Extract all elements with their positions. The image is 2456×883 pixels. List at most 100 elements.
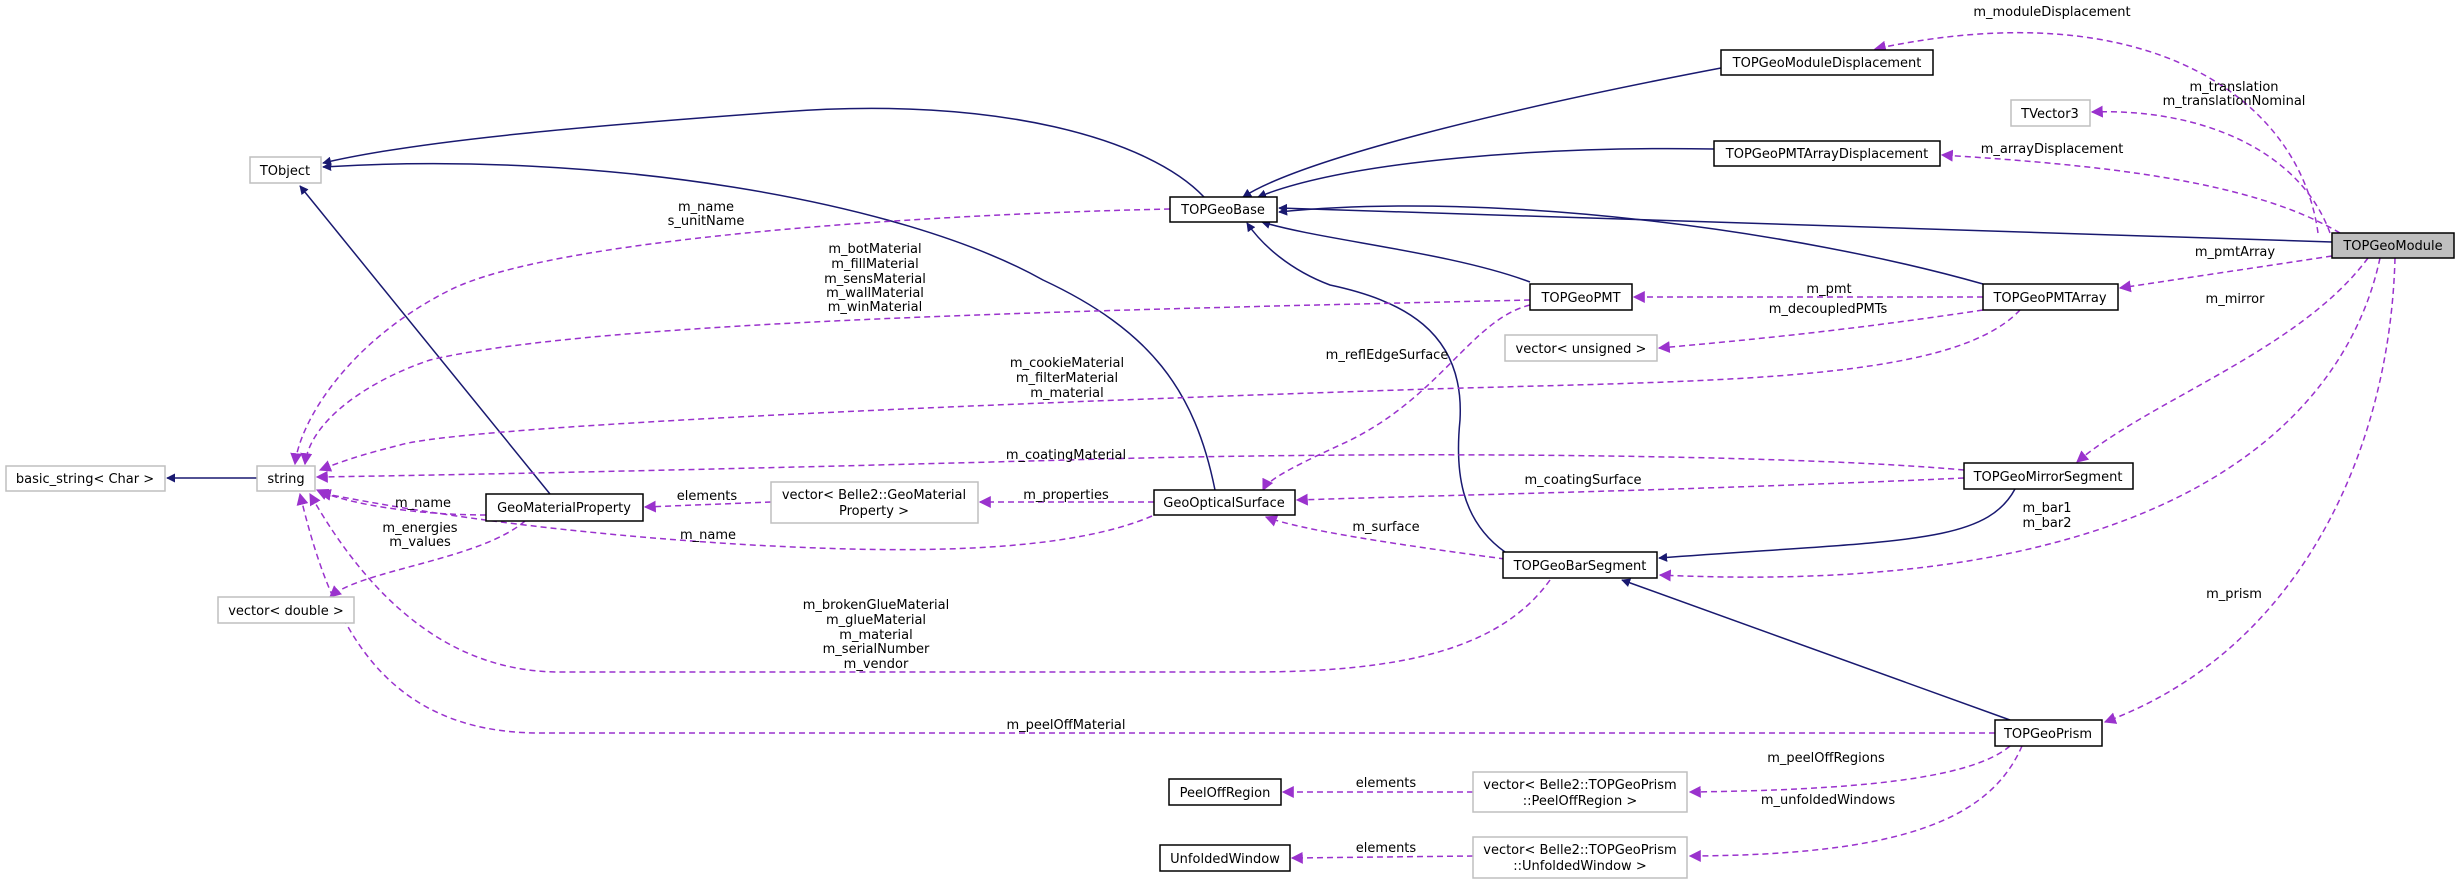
edge-module-pmtarraydisplacement [1940, 149, 2341, 234]
edge-label: m_fillMaterial [831, 257, 918, 272]
edge-label: m_decoupledPMTs [1769, 302, 1888, 317]
node-geomaterialproperty[interactable]: GeoMaterialProperty [485, 493, 644, 522]
edge-pmt-string [300, 299, 1531, 466]
node-label: ::PeelOffRegion > [1523, 794, 1637, 809]
node-vector-double[interactable]: vector< double > [217, 596, 355, 624]
edge-label: m_material [839, 628, 912, 643]
edge-barsegment-topgeobase [1246, 222, 1506, 553]
edge-label: elements [1356, 776, 1417, 791]
edge-geoopticalsurface-tobject [322, 162, 1216, 491]
edge-label: m_bar1 [2023, 501, 2072, 516]
edge-label: m_name [678, 200, 734, 215]
node-unfoldedwindow[interactable]: UnfoldedWindow [1159, 844, 1291, 872]
node-label: TOPGeoBase [1180, 203, 1265, 218]
edge-geomaterialproperty-vectordouble [329, 520, 526, 598]
edge-label: m_serialNumber [823, 642, 930, 657]
node-label: vector< Belle2::GeoMaterial [782, 488, 966, 503]
edge-mirrorsegment-string [315, 454, 1965, 483]
node-basic-string[interactable]: basic_string< Char > [5, 465, 166, 492]
node-vector-geomaterialproperty[interactable]: vector< Belle2::GeoMaterialProperty > [770, 481, 979, 524]
edge-vectorunfolded-unfoldedwindow [1290, 851, 1474, 864]
edge-topgeopmt-topgeobase [1261, 220, 1531, 283]
edge-label: m_unfoldedWindows [1761, 793, 1896, 808]
node-label: PeelOffRegion [1180, 786, 1271, 801]
edge-label: m_values [389, 535, 451, 550]
node-topgeoprism[interactable]: TOPGeoPrism [1994, 719, 2103, 747]
edge-geomaterialproperty-tobject [299, 185, 551, 495]
edge-label: m_prism [2206, 587, 2262, 602]
edge-label: elements [677, 489, 738, 504]
edge-barsegment-string [309, 492, 1551, 673]
node-label: basic_string< Char > [16, 472, 154, 487]
node-geoopticalsurface[interactable]: GeoOpticalSurface [1153, 489, 1296, 516]
usage-edges [290, 31, 2396, 864]
edge-label: elements [1356, 841, 1417, 856]
node-label: vector< Belle2::TOPGeoPrism [1483, 778, 1676, 793]
edge-topgeopmtarray-topgeobase [1278, 205, 1984, 285]
edge-label: m_reflEdgeSurface [1326, 348, 1449, 363]
node-label: TOPGeoPMTArray [1992, 291, 2106, 306]
edge-label: m_peelOffMaterial [1006, 718, 1125, 733]
node-topgeopmtarraydisplacement[interactable]: TOPGeoPMTArrayDisplacement [1713, 140, 1941, 167]
node-topgeopmt[interactable]: TOPGeoPMT [1529, 283, 1633, 311]
node-vector-peeloffregion[interactable]: vector< Belle2::TOPGeoPrism::PeelOffRegi… [1472, 771, 1688, 813]
node-tvector3[interactable]: TVector3 [2010, 99, 2091, 127]
node-topgeomodule[interactable]: TOPGeoModule [2331, 232, 2455, 259]
node-vector-unfoldedwindow[interactable]: vector< Belle2::TOPGeoPrism::UnfoldedWin… [1472, 836, 1688, 879]
edge-label: m_bar2 [2023, 516, 2072, 531]
inheritance-edges [166, 67, 2333, 721]
node-vector-unsigned[interactable]: vector< unsigned > [1504, 334, 1658, 362]
node-topgeomirrorsegment[interactable]: TOPGeoMirrorSegment [1963, 462, 2134, 490]
edge-pmtarraydisplacement-topgeobase [1257, 147, 1715, 199]
edge-label: s_unitName [668, 214, 745, 229]
edge-label: m_arrayDisplacement [1981, 142, 2124, 157]
edge-label: m_name [395, 496, 451, 511]
edge-geomaterialproperty-string [315, 489, 487, 516]
edge-module-tvector3 [2090, 105, 2331, 234]
node-label: TOPGeoModule [2342, 239, 2442, 254]
edge-geoopticalsurface-string [318, 488, 1153, 551]
edge-label: m_pmt [1806, 282, 1851, 297]
node-string[interactable]: string [256, 465, 316, 492]
edge-label: m_sensMaterial [824, 272, 926, 287]
node-label: string [267, 472, 304, 487]
node-topgeomoduledisplacement[interactable]: TOPGeoModuleDisplacement [1720, 49, 1934, 76]
node-label: vector< Belle2::TOPGeoPrism [1483, 843, 1676, 858]
edge-topgeomodule-topgeobase [1278, 203, 2333, 243]
node-tobject[interactable]: TObject [249, 156, 322, 184]
edge-prism-vectorpeeloff [1688, 745, 2011, 798]
node-label: Property > [839, 504, 909, 519]
edge-module-prism [2103, 257, 2396, 724]
node-label: TOPGeoMirrorSegment [1973, 470, 2123, 485]
edge-pmt-geoopticalsurface [1262, 304, 1531, 492]
node-label: TOPGeoPrism [2003, 727, 2092, 742]
edge-label: m_vendor [844, 657, 909, 672]
node-label: TOPGeoBarSegment [1513, 559, 1647, 574]
edge-labels: m_moduleDisplacement m_translation m_tra… [382, 5, 2305, 856]
edge-label: m_wallMaterial [826, 286, 924, 301]
node-topgeopmtarray[interactable]: TOPGeoPMTArray [1982, 283, 2119, 311]
node-peeloffregion[interactable]: PeelOffRegion [1168, 778, 1282, 806]
node-label: TVector3 [2020, 107, 2079, 122]
node-label: vector< unsigned > [1516, 342, 1647, 357]
edge-label: m_winMaterial [828, 300, 922, 315]
edge-topgeobase-tobject [322, 107, 1205, 198]
edge-label: m_brokenGlueMaterial [803, 598, 949, 613]
node-topgeobase[interactable]: TOPGeoBase [1169, 196, 1278, 223]
edge-label: m_translationNominal [2163, 94, 2306, 109]
node-label: TObject [259, 164, 310, 179]
edge-label: m_name [680, 528, 736, 543]
node-label: ::UnfoldedWindow > [1513, 859, 1646, 874]
node-label: vector< double > [228, 604, 344, 619]
node-label: UnfoldedWindow [1170, 852, 1280, 867]
edge-label: m_properties [1023, 488, 1109, 503]
edge-topgeobase-string [290, 208, 1171, 466]
edge-mirrorsegment-geoopticalsurface [1295, 477, 1965, 506]
node-label: TOPGeoModuleDisplacement [1732, 56, 1922, 71]
edge-pmtarray-string [318, 309, 2021, 472]
node-label: GeoOpticalSurface [1163, 496, 1284, 511]
node-label: GeoMaterialProperty [497, 501, 631, 516]
node-topgeobarsegment[interactable]: TOPGeoBarSegment [1502, 551, 1658, 579]
edge-label: m_energies [382, 521, 457, 536]
edge-prism-string [296, 492, 1995, 734]
